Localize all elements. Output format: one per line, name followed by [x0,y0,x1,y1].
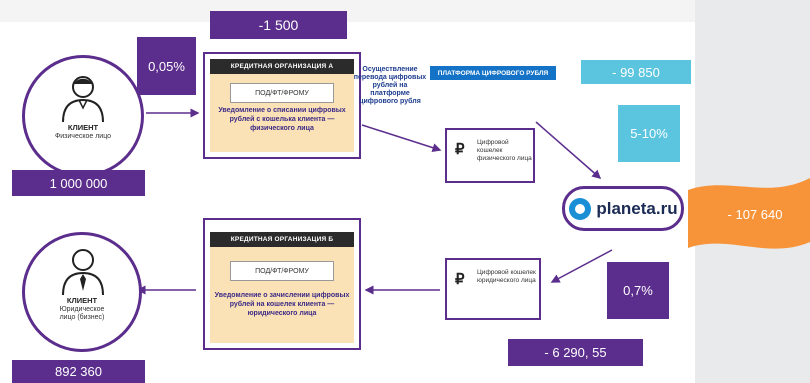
credit-org-b-form: ПОД/ФТ/ФРОМУ [230,261,334,281]
businessman-icon [62,249,104,296]
platform-balance-value: - 99 850 [581,60,691,84]
client-b-title: КЛИЕНТ [66,296,98,305]
ruble-icon: ₽ [455,141,465,158]
credit-org-a-note: Уведомление о списании цифровых рублей с… [218,107,346,132]
credit-org-a-form: ПОД/ФТ/ФРОМУ [230,83,334,103]
fee-bottom-value: - 6 290, 55 [508,339,643,366]
planeta-logo: planeta.ru [562,186,684,231]
client-a-title: КЛИЕНТ [67,123,99,132]
planeta-globe-icon [569,197,592,220]
wallet-business: ₽ Цифровой кошелек юридического лица [445,258,541,320]
ruble-icon: ₽ [455,271,465,288]
planeta-domain: .ru [655,198,678,218]
client-balance-value: 1 000 000 [12,170,145,196]
planeta-amount: - 107 640 [727,207,783,222]
client-a-subtitle: Физическое лицо [54,133,112,140]
arrow-org-a-to-wallet-a [361,124,442,152]
wallet-a-text: Цифровой кошелек физического лица [477,139,532,162]
credit-org-a: КРЕДИТНАЯ ОРГАНИЗАЦИЯ А ПОД/ФТ/ФРОМУ Уве… [203,52,361,159]
rate-bottom-value: 0,7% [607,262,669,319]
client-individual: КЛИЕНТ Физическое лицо [22,55,144,177]
rate-top-value: 0,05% [137,37,196,95]
credit-org-b: КРЕДИТНАЯ ОРГАНИЗАЦИЯ Б ПОД/ФТ/ФРОМУ Уве… [203,218,361,350]
transfer-note: Осуществление перевода цифровых рублей н… [353,66,427,105]
platform-label: ПЛАТФОРМА ЦИФРОВОГО РУБЛЯ [430,66,556,80]
business-balance-value: 892 360 [12,360,145,383]
client-b-subtitle: Юридическое лицо (бизнес) [59,306,105,321]
arrow-planeta-to-wallet-b [550,249,613,283]
person-icon [62,76,104,123]
credit-org-b-note: Уведомление о зачислении цифровых рублей… [214,292,350,317]
wallet-individual: ₽ Цифровой кошелек физического лица [445,128,535,183]
credit-org-a-title: КРЕДИТНАЯ ОРГАНИЗАЦИЯ А [210,59,354,74]
arrow-wallet-a-to-planeta [535,121,602,179]
platform-rate-value: 5-10% [618,105,680,162]
credit-org-b-title: КРЕДИТНАЯ ОРГАНИЗАЦИЯ Б [210,232,354,247]
wallet-b-text: Цифровой кошелек юридического лица [477,269,536,284]
orange-wave [688,178,810,249]
fee-top-value: -1 500 [210,11,347,39]
planeta-name: planeta [596,198,656,218]
client-business: КЛИЕНТ Юридическое лицо (бизнес) [22,232,142,352]
